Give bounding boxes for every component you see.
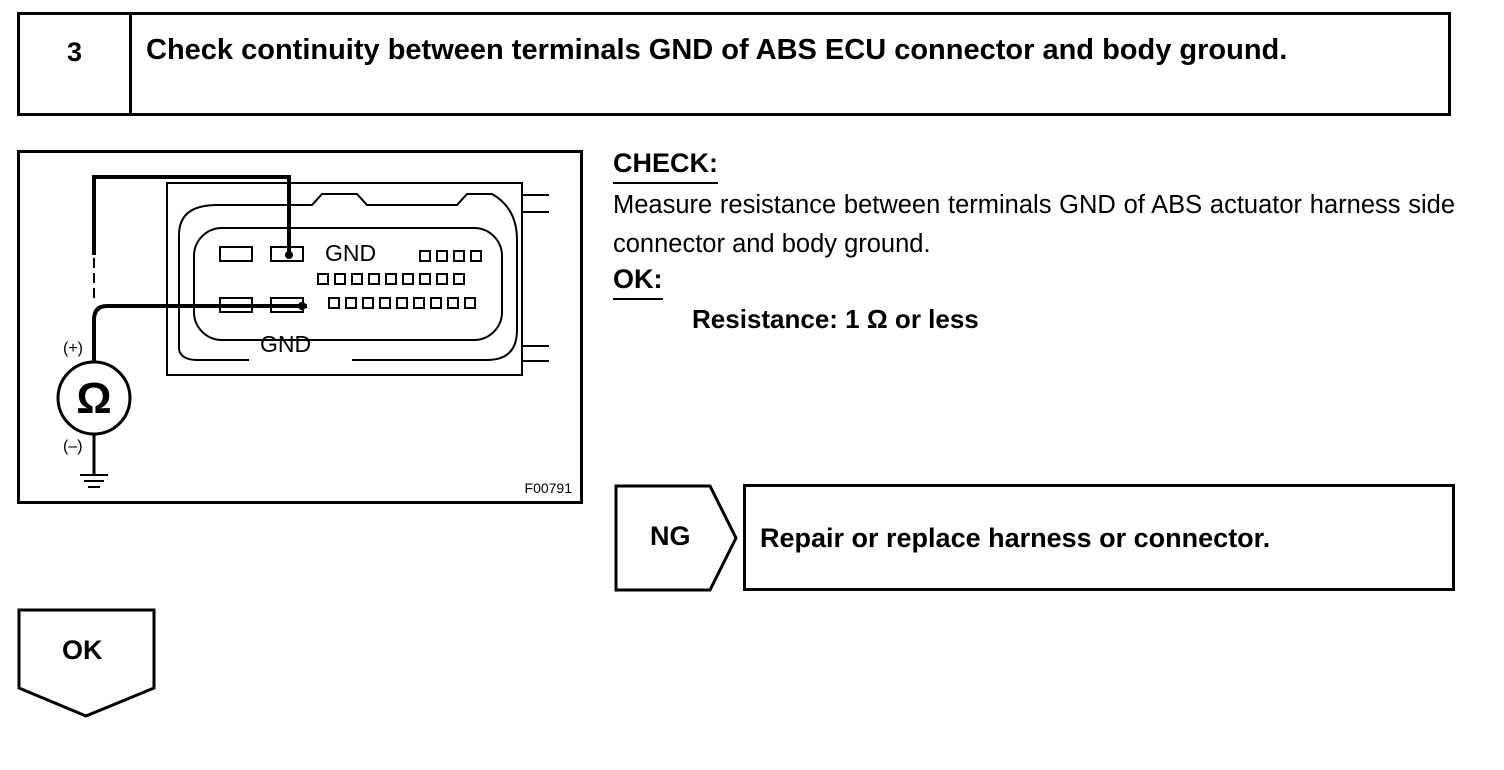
check-instruction: Measure resistance between terminals GND… bbox=[613, 191, 1455, 258]
step-title: Check continuity between terminals GND o… bbox=[146, 34, 1288, 66]
resistance-spec: Resistance: 1 Ω or less bbox=[692, 304, 979, 334]
plus-label: (+) bbox=[63, 340, 83, 357]
connector-shell bbox=[178, 193, 518, 361]
minus-label: (–) bbox=[63, 438, 83, 455]
figure-code: F00791 bbox=[525, 480, 573, 496]
ng-action-text: Repair or replace harness or connector. bbox=[760, 523, 1271, 553]
gnd-label-upper: GND bbox=[325, 240, 376, 266]
check-heading: CHECK: bbox=[613, 148, 718, 184]
connector-diagram-svg: GND GND Ω (+) (–) bbox=[17, 150, 583, 504]
terminal-row-2 bbox=[317, 273, 465, 285]
ok-heading: OK: bbox=[613, 264, 663, 300]
terminal-cavity bbox=[193, 227, 503, 341]
ng-action-box: Repair or replace harness or connector. bbox=[743, 484, 1455, 591]
ok-arrow bbox=[17, 608, 156, 718]
terminal-row-3 bbox=[328, 297, 476, 309]
probe-lead-lower bbox=[92, 304, 307, 373]
ng-label: NG bbox=[650, 521, 691, 551]
probe-lead-upper bbox=[92, 175, 291, 255]
ohm-symbol: Ω bbox=[76, 374, 111, 423]
step-number: 3 bbox=[20, 15, 132, 113]
connector-housing bbox=[166, 182, 523, 376]
figure-frame bbox=[17, 150, 583, 504]
connector-diagram: GND GND Ω (+) (–) bbox=[17, 150, 583, 504]
ng-arrow bbox=[614, 484, 738, 592]
gnd-label-lower: GND bbox=[260, 331, 311, 357]
ok-result-label: OK bbox=[62, 635, 103, 665]
step-header: 3 Check continuity between terminals GND… bbox=[17, 12, 1451, 116]
